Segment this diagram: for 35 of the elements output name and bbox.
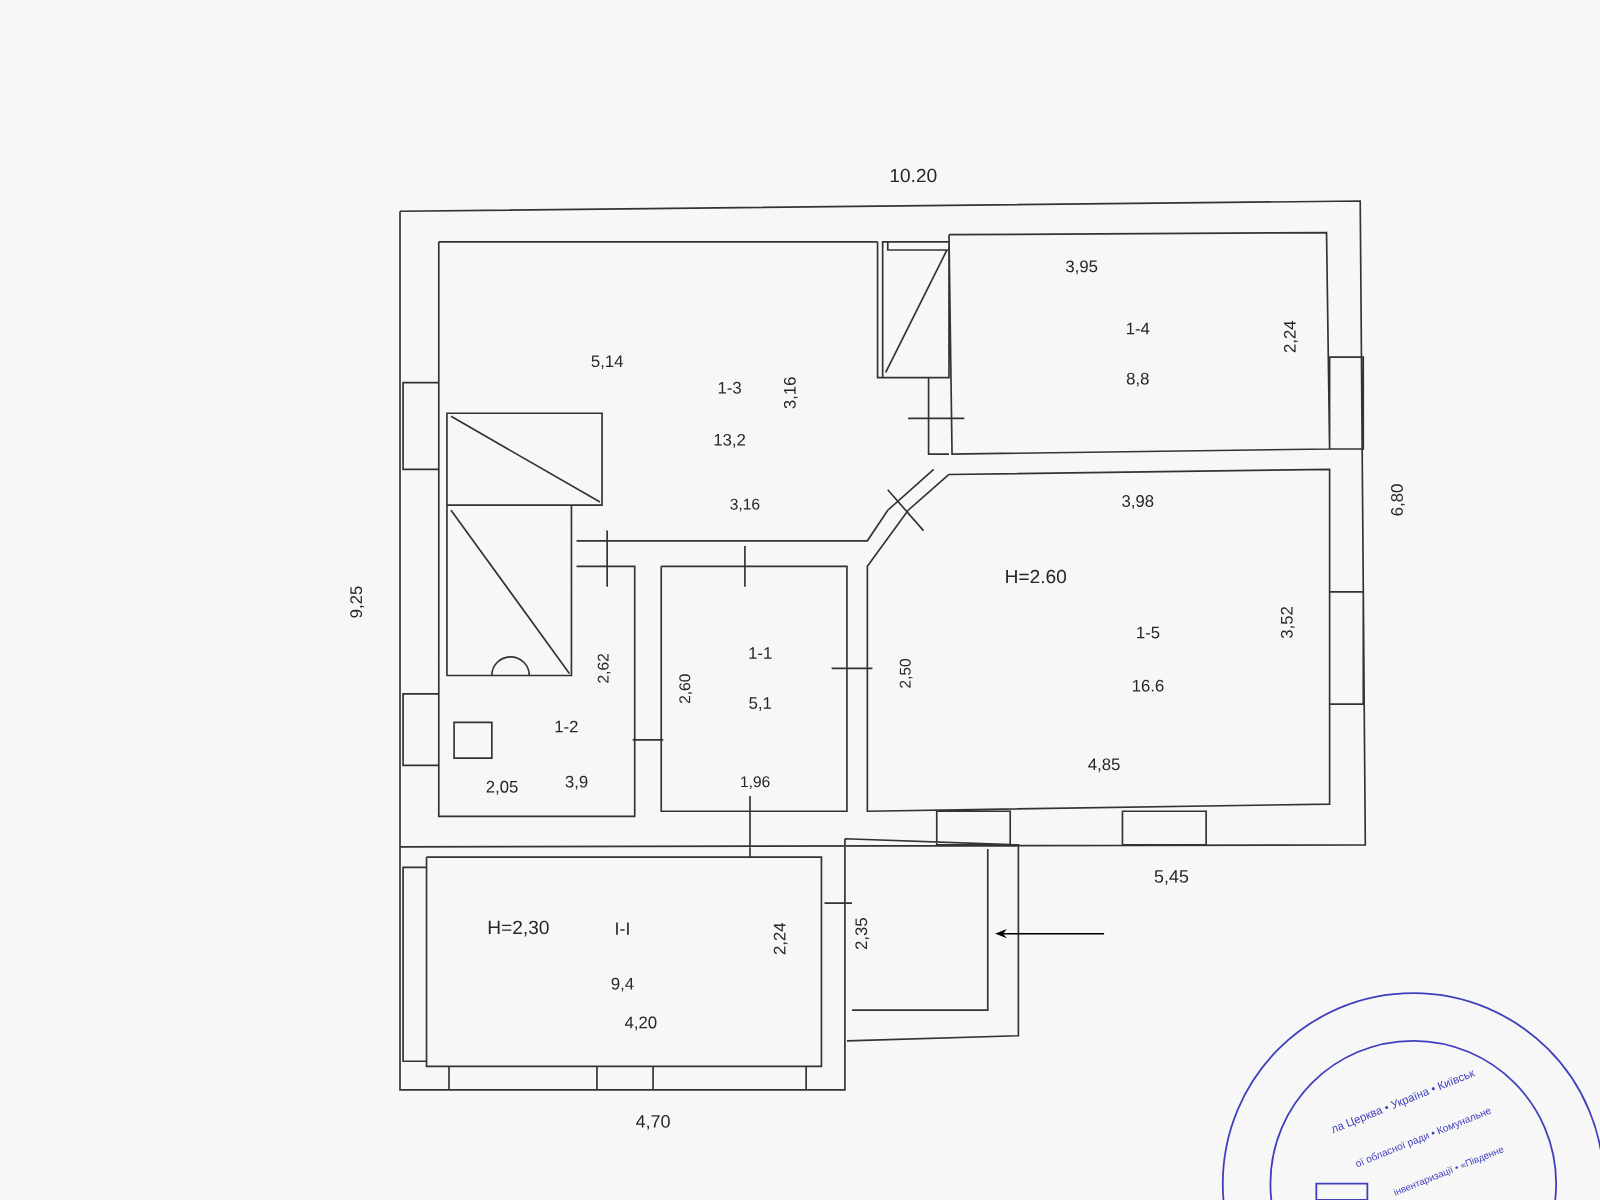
dimension-label: 2,35 (855, 918, 870, 950)
dimension-label: 5,45 (1154, 870, 1189, 885)
dimension-label: 3,52 (1280, 607, 1295, 639)
dimension-label: 8,8 (1126, 372, 1149, 387)
dimension-label: 2,60 (679, 674, 693, 704)
dimension-label: 5,1 (749, 697, 772, 711)
dimension-label: 9,4 (611, 977, 634, 992)
dimension-label: 13,2 (714, 433, 746, 448)
dimension-label: 10.20 (890, 168, 937, 183)
dimension-label: 2,24 (1283, 320, 1298, 353)
dimension-label: 3,98 (1122, 495, 1154, 509)
dimension-label: 2,50 (899, 658, 913, 688)
room-number: 1-3 (718, 381, 741, 394)
room-number: 1-1 (749, 647, 772, 659)
room-number: 1-2 (555, 720, 578, 733)
dimension-label: 4,70 (636, 1115, 670, 1130)
dimension-label: 6,80 (1391, 484, 1405, 516)
dimension-label: 5,14 (591, 355, 623, 370)
room-number: I-I (616, 922, 629, 935)
dimension-label: 3,95 (1066, 260, 1098, 275)
dimension-label: 2,24 (773, 923, 788, 955)
dimension-label: 16.6 (1132, 679, 1164, 692)
dimension-label: 3,16 (783, 377, 798, 409)
dimension-label: 3,16 (730, 498, 760, 512)
dimension-label: 2,05 (486, 780, 518, 795)
dimension-label: 4,20 (624, 1016, 657, 1031)
dimension-label: 9,25 (350, 586, 365, 618)
dimension-label: 2,62 (597, 654, 611, 683)
dimension-label: H=2,30 (488, 920, 549, 937)
dimension-label: 3,9 (565, 775, 588, 790)
room-number: 1-5 (1137, 626, 1160, 639)
room-number: 1-4 (1126, 322, 1150, 335)
dimension-label: 1,96 (741, 776, 770, 790)
dimension-label: H=2.60 (1006, 569, 1067, 584)
dimension-label: 4,85 (1088, 758, 1120, 773)
